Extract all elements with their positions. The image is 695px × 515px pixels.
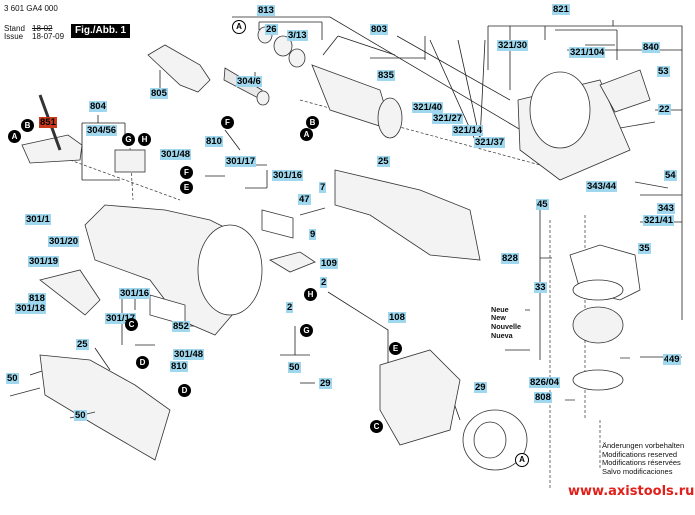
part-label[interactable]: 304/56	[86, 125, 118, 136]
figure-label: Fig./Abb. 1	[71, 24, 131, 38]
part-label[interactable]: 109	[320, 258, 338, 269]
part-label[interactable]: 50	[74, 410, 87, 421]
part-label[interactable]: 45	[536, 199, 549, 210]
callout-a: A	[515, 453, 529, 467]
callout-e: E	[180, 181, 193, 194]
part-label[interactable]: 804	[89, 101, 107, 112]
part-label[interactable]: 301/16	[119, 288, 151, 299]
part-label[interactable]: 343	[657, 203, 675, 214]
part-label[interactable]: 803	[370, 24, 388, 35]
part-label[interactable]: 818	[28, 293, 46, 304]
part-label[interactable]: 813	[257, 5, 275, 16]
callout-e: E	[389, 342, 402, 355]
part-label[interactable]: 828	[501, 253, 519, 264]
callout-a: A	[300, 128, 313, 141]
part-label[interactable]: 54	[664, 170, 677, 181]
part-label[interactable]: 22	[658, 104, 671, 115]
callout-f: F	[221, 116, 234, 129]
callout-h: H	[304, 288, 317, 301]
part-label[interactable]: 851	[39, 117, 57, 128]
part-label[interactable]: 53	[657, 66, 670, 77]
part-label[interactable]: 321/41	[643, 215, 675, 226]
callout-a: A	[232, 20, 246, 34]
part-label[interactable]: 26	[265, 24, 278, 35]
part-label[interactable]: 301/48	[160, 149, 192, 160]
callout-g: G	[300, 324, 313, 337]
part-label[interactable]: 25	[76, 339, 89, 350]
part-label[interactable]: 321/40	[412, 102, 444, 113]
callout-g: G	[122, 133, 135, 146]
part-label[interactable]: 304/6	[236, 76, 262, 87]
part-label[interactable]: 301/17	[105, 313, 137, 324]
part-label[interactable]: 49	[668, 354, 681, 365]
part-label[interactable]: 835	[377, 70, 395, 81]
part-label[interactable]: 301/20	[48, 236, 80, 247]
part-label[interactable]: 321/37	[474, 137, 506, 148]
disclaimer-line: Modifications réservées	[602, 458, 681, 467]
part-number: 3 601 GA4 000	[4, 4, 58, 13]
note-line: Neue	[491, 305, 509, 314]
part-label[interactable]: 301/48	[173, 349, 205, 360]
callout-a: A	[8, 130, 21, 143]
part-label[interactable]: 108	[388, 312, 406, 323]
part-label[interactable]: 2	[286, 302, 294, 313]
callout-c: C	[125, 318, 138, 331]
note-line: New	[491, 313, 506, 322]
disclaimer-line: Salvo modificaciones	[602, 466, 673, 476]
disclaimer-line: Modifications reserved	[602, 449, 678, 459]
part-label[interactable]: 852	[172, 321, 190, 332]
disclaimer-line: Änderungen vorbehalten	[602, 441, 685, 450]
part-label[interactable]: 29	[474, 382, 487, 393]
part-label[interactable]: 25	[377, 156, 390, 167]
part-label[interactable]: 47	[298, 194, 311, 205]
callout-d: D	[178, 384, 191, 397]
part-label[interactable]: 301/18	[15, 303, 47, 314]
part-label[interactable]: 2	[320, 277, 328, 288]
issue-label: Issue	[4, 32, 24, 41]
website-link[interactable]: www.axistools.ru	[568, 484, 695, 499]
part-label[interactable]: 301/16	[272, 170, 304, 181]
part-label[interactable]: 33	[534, 282, 547, 293]
callout-b: B	[21, 119, 34, 132]
part-label[interactable]: 805	[150, 88, 168, 99]
part-label[interactable]: 810	[170, 361, 188, 372]
callout-b: B	[306, 116, 319, 129]
part-label[interactable]: 321/30	[497, 40, 529, 51]
callout-h: H	[138, 133, 151, 146]
note-line: Nueva	[491, 331, 513, 340]
part-label[interactable]: 35	[638, 243, 651, 254]
part-label[interactable]: 29	[319, 378, 332, 389]
part-label[interactable]: 321/27	[432, 113, 464, 124]
part-label[interactable]: 826/04	[529, 377, 561, 388]
part-label[interactable]: 343/44	[586, 181, 618, 192]
part-label[interactable]: 9	[309, 229, 317, 240]
part-label[interactable]: 301/17	[225, 156, 257, 167]
note-line: Nouvelle	[491, 322, 521, 331]
stand-date: 18-02	[32, 24, 53, 33]
part-label[interactable]: 301/1	[25, 214, 51, 225]
part-label[interactable]: 808	[534, 392, 552, 403]
callout-f: F	[180, 166, 193, 179]
part-label[interactable]: 821	[552, 4, 570, 15]
part-label[interactable]: 321/14	[452, 125, 484, 136]
callout-c: C	[370, 420, 383, 433]
part-label[interactable]: 50	[288, 362, 301, 373]
part-label[interactable]: 7	[319, 182, 327, 193]
disclaimer: Änderungen vorbehalten Modifications res…	[602, 441, 685, 476]
part-label[interactable]: 50	[6, 373, 19, 384]
part-label[interactable]: 321/104	[569, 47, 606, 58]
stand-label: Stand	[4, 24, 25, 33]
part-label[interactable]: 3/13	[287, 30, 308, 41]
issue-date: 18-07-09	[32, 32, 65, 41]
part-label[interactable]: 810	[205, 136, 223, 147]
callout-d: D	[136, 356, 149, 369]
part-label[interactable]: 301/19	[28, 256, 60, 267]
part-label[interactable]: 840	[642, 42, 660, 53]
